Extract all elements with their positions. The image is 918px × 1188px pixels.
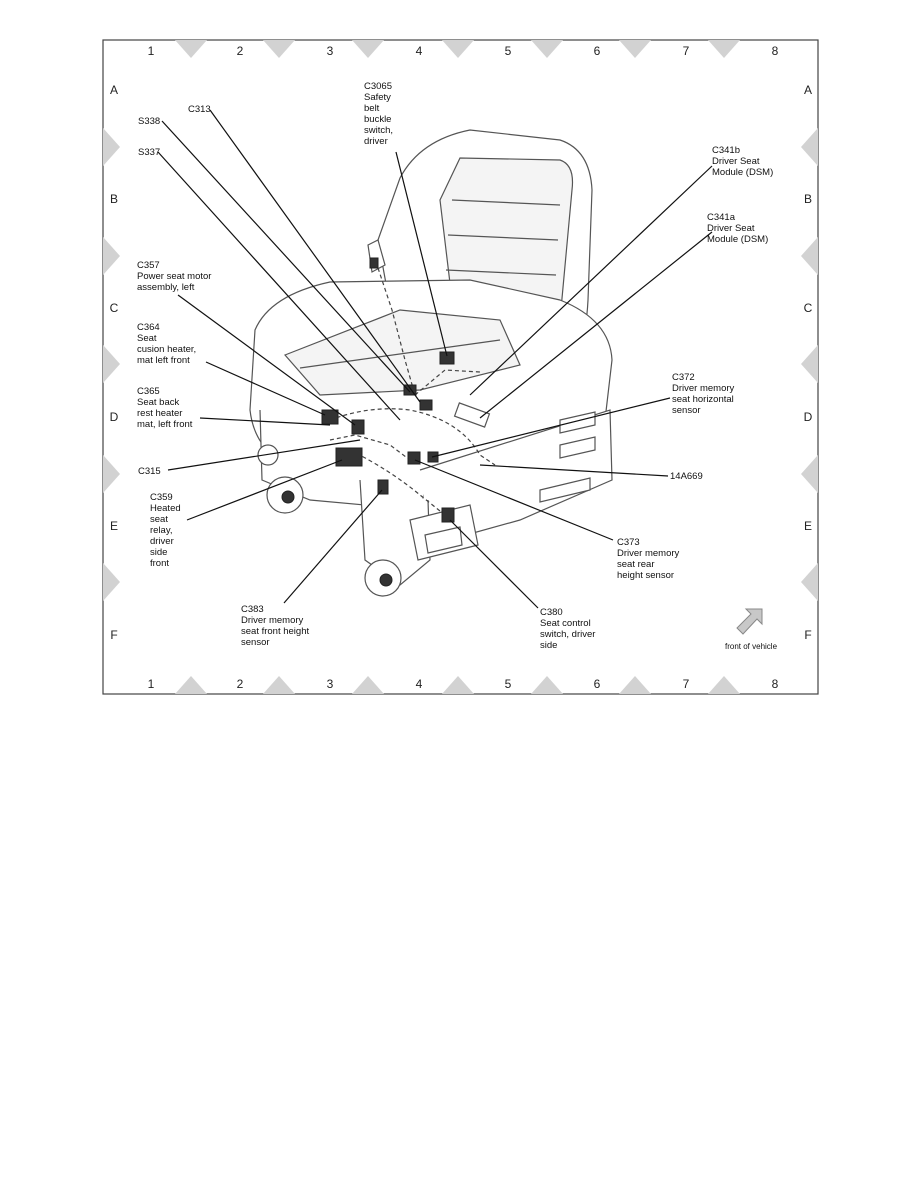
splice-connector (403, 384, 417, 396)
callout-c341a: C341a Driver Seat Module (DSM) (707, 212, 768, 245)
splice-connector-2 (419, 399, 433, 411)
front-of-vehicle-label: front of vehicle (725, 642, 778, 651)
callout-c3065: C3065 Safety belt buckle switch, driver (364, 81, 396, 147)
front-height-sensor-connector (377, 479, 389, 495)
callout-14a669: 14A669 (670, 471, 703, 482)
callout-c315: C315 (138, 466, 161, 477)
callout-c357: C357 Power seat motor assembly, left (137, 260, 214, 293)
row-letter: D (804, 410, 813, 424)
callout-c341b: C341b Driver Seat Module (DSM) (712, 145, 773, 178)
rear-height-sensor-connector (407, 451, 421, 465)
callout-c365: C365 Seat back rest heater mat, left fro… (137, 386, 193, 430)
callout-c380: C380 Seat control switch, driver side (540, 607, 598, 651)
callout-s338: S338 (138, 116, 160, 127)
row-letter: C (804, 301, 813, 315)
bottom-grid-markers (175, 676, 740, 694)
callout-c373: C373 Driver memory seat rear height sens… (617, 537, 682, 581)
seat-control-switch-connector (441, 507, 455, 523)
row-letter: A (110, 83, 118, 97)
col-number: 1 (148, 677, 155, 691)
callout-c372: C372 Driver memory seat horizontal senso… (672, 372, 737, 416)
callout-c313: C313 (188, 104, 211, 115)
callout-c364: C364 Seat cusion heater, mat left front (137, 322, 199, 366)
row-letter: F (804, 628, 811, 642)
seat-motor-connector (351, 419, 365, 435)
callout-c383: C383 Driver memory seat front height sen… (241, 604, 312, 648)
row-letter: D (110, 410, 119, 424)
heated-seat-relay (335, 447, 363, 467)
col-number: 6 (594, 44, 601, 58)
row-letter: B (110, 192, 118, 206)
row-letter: C (110, 301, 119, 315)
col-number: 4 (416, 677, 423, 691)
col-number: 3 (327, 677, 334, 691)
row-letter: E (110, 519, 118, 533)
col-number: 1 (148, 44, 155, 58)
bottom-column-numbers: 1 2 3 4 5 6 7 8 (148, 677, 779, 691)
front-of-vehicle-indicator: front of vehicle (725, 608, 778, 651)
left-grid-markers (103, 128, 120, 601)
col-number: 2 (237, 677, 244, 691)
col-number: 6 (594, 677, 601, 691)
col-number: 4 (416, 44, 423, 58)
col-number: 8 (772, 44, 779, 58)
cushion-heater-connector (321, 409, 339, 425)
col-number: 5 (505, 44, 512, 58)
leader-lines (157, 109, 713, 609)
callout-c359: C359 Heated seat relay, driver side fron… (150, 492, 183, 569)
arrow-pointing-front-icon (736, 608, 763, 635)
right-grid-markers (801, 128, 818, 601)
callout-s337: S337 (138, 147, 160, 158)
top-grid-markers (175, 40, 740, 58)
top-column-numbers: 1 2 3 4 5 6 7 8 (148, 44, 779, 58)
row-letter: A (804, 83, 812, 97)
col-number: 2 (237, 44, 244, 58)
row-letter: B (804, 192, 812, 206)
col-number: 8 (772, 677, 779, 691)
dsm-module (453, 402, 491, 428)
right-row-letters: A B C D E F (804, 83, 813, 642)
col-number: 7 (683, 44, 690, 58)
buckle-connector (369, 257, 379, 269)
left-row-letters: A B C D E F (110, 83, 119, 642)
row-letter: F (110, 628, 117, 642)
col-number: 7 (683, 677, 690, 691)
col-number: 3 (327, 44, 334, 58)
row-letter: E (804, 519, 812, 533)
buckle-switch-connector (439, 351, 455, 365)
col-number: 5 (505, 677, 512, 691)
seat-illustration (249, 129, 613, 597)
